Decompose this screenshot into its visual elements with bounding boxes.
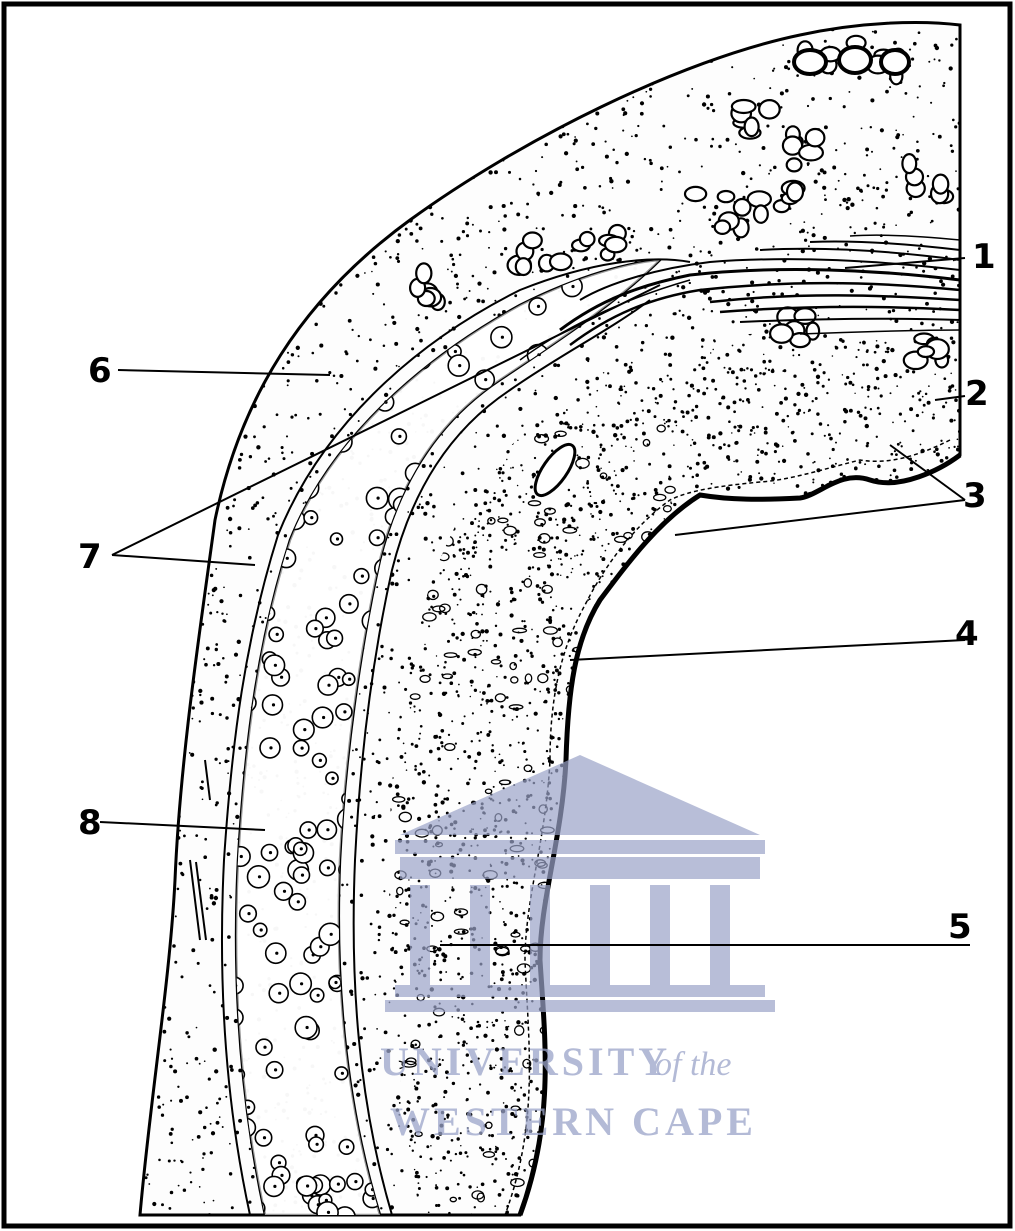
- label-2: 2: [965, 374, 989, 414]
- label-1: 1: [972, 237, 996, 277]
- label-3: 3: [963, 476, 987, 516]
- watermark-line2: WESTERN CAPE: [390, 1099, 757, 1144]
- leader-line-4: [570, 640, 965, 660]
- watermark-line1: UNIVERSITY: [380, 1039, 671, 1084]
- label-4: 4: [955, 614, 979, 654]
- label-8: 8: [78, 803, 102, 843]
- label-7: 7: [78, 537, 102, 577]
- label-5: 5: [948, 907, 972, 947]
- watermark-line1-suffix: of the: [655, 1046, 731, 1083]
- leader-line-3b: [675, 500, 965, 535]
- label-6: 6: [88, 351, 112, 391]
